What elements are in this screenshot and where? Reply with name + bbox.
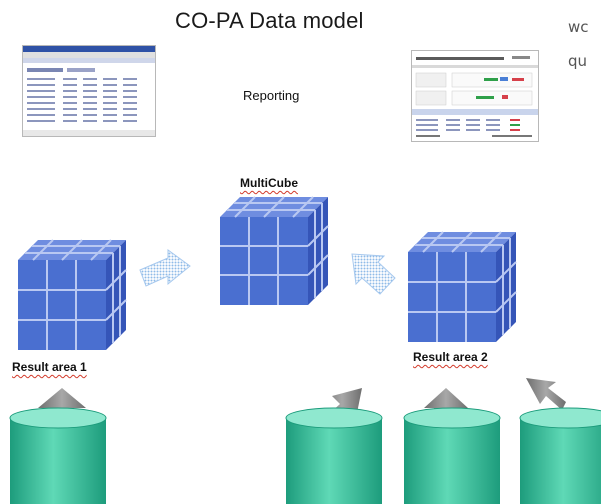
result-area-1-cube-icon [18, 239, 127, 350]
side-text-line-2: qu [568, 52, 588, 70]
database-cylinder-icon [9, 407, 107, 504]
dotted-arrow-right-icon [351, 253, 396, 295]
side-text-line-1: wc [568, 18, 589, 36]
database-cylinder-icon [403, 407, 501, 504]
result-area-2-label-text: Result area 2 [413, 350, 488, 364]
dotted-arrow-left-icon [139, 249, 191, 287]
multicube-cube-icon [220, 196, 329, 305]
multicube-label: MultiCube [240, 176, 298, 190]
result-area-1-label: Result area 1 [12, 360, 87, 374]
result-area-2-label: Result area 2 [413, 350, 488, 364]
result-area-2-cube-icon [408, 231, 517, 342]
multicube-label-text: MultiCube [240, 176, 298, 190]
side-text: wc qu [568, 10, 589, 78]
result-area-1-label-text: Result area 1 [12, 360, 87, 374]
spreadsheet-thumbnail-graphic [23, 46, 155, 136]
spreadsheet-thumbnail [22, 45, 156, 137]
database-cylinder-icon [285, 407, 383, 504]
title-text: CO-PA Data model [175, 8, 364, 33]
diagram-title: CO-PA Data model [175, 8, 364, 34]
report-thumbnail [411, 50, 539, 142]
gray-arrow-diagonal-2-icon [526, 378, 566, 410]
database-cylinder-icon [519, 407, 601, 504]
report-thumbnail-graphic [412, 56, 538, 137]
reporting-label: Reporting [243, 88, 300, 103]
